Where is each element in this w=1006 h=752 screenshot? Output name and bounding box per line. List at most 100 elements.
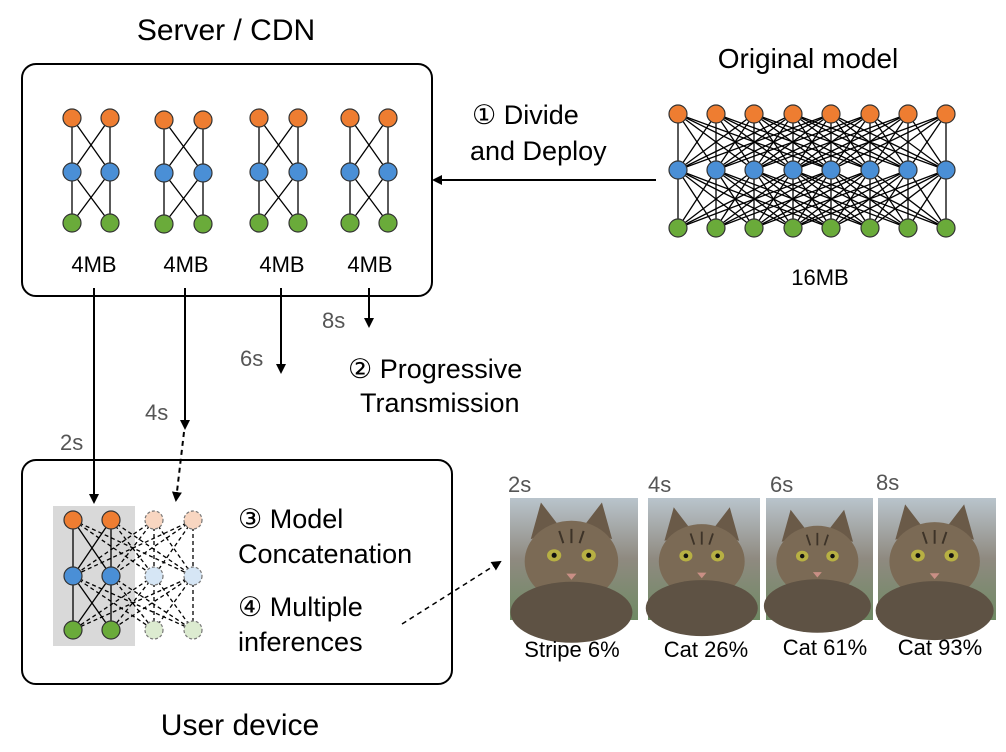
edge (163, 119, 204, 174)
blue-node (860, 160, 880, 180)
edge (715, 169, 871, 229)
inference-results (510, 498, 996, 643)
edge (753, 113, 909, 171)
edge (792, 169, 947, 229)
inference-time-labels: 2s 4s 6s 8s (508, 470, 899, 497)
chunk-size-label: 4MB (259, 252, 304, 277)
edge (72, 519, 112, 577)
orange-node-pending (144, 510, 164, 530)
cat-pupil (830, 553, 835, 559)
edge (110, 575, 155, 631)
edge (907, 169, 947, 229)
blue-node (783, 160, 803, 180)
step1-label: ① Divide and Deploy (470, 100, 607, 166)
edge (869, 113, 947, 171)
edge (677, 113, 832, 171)
model-chunk (249, 108, 308, 233)
step4-label: ④ Multiple inferences (238, 592, 363, 657)
cat-nose (566, 573, 577, 580)
original-model-title: Original model (718, 43, 899, 74)
edge (677, 169, 755, 229)
cat-head (776, 525, 859, 598)
cat-pupil (915, 553, 921, 558)
cat-image (875, 498, 996, 641)
green-node (821, 218, 841, 238)
cat-stripes (558, 528, 585, 544)
cat-pupil (948, 553, 954, 558)
orange-node (706, 104, 726, 124)
inference-labels: Stripe 6% Cat 26% Cat 61% Cat 93% (524, 635, 982, 662)
blue-node (821, 160, 841, 180)
model-chunk (62, 108, 120, 233)
step3-line1: ③ Model (238, 504, 343, 534)
inference-label: Cat 61% (783, 635, 867, 660)
blue-node (936, 160, 956, 180)
green-node (100, 213, 120, 233)
cat-pupil (715, 553, 720, 559)
orange-node (898, 104, 918, 124)
original-model-size: 16MB (791, 265, 848, 290)
cat-body (875, 581, 994, 641)
edge (110, 519, 194, 577)
cat-stripes (921, 529, 948, 545)
green-node (288, 213, 308, 233)
cat-nose (697, 572, 707, 579)
edge (71, 117, 111, 173)
cat-image (763, 498, 873, 633)
chunk-size-label: 4MB (71, 252, 116, 277)
chunk-networks (62, 108, 398, 234)
orange-node (860, 104, 880, 124)
orange-node (100, 108, 120, 128)
orange-node (936, 104, 956, 124)
green-node (744, 218, 764, 238)
step2-label: ② Progressive Transmission (348, 354, 522, 418)
green-node (154, 214, 174, 234)
edge (349, 117, 389, 173)
orange-node (668, 104, 688, 124)
green-node (860, 218, 880, 238)
edge (349, 171, 389, 224)
inference-arrow (401, 560, 502, 625)
green-node (668, 218, 688, 238)
blue-node (744, 160, 764, 180)
cat-image (645, 498, 760, 637)
orange-node (744, 104, 764, 124)
inference-label: Cat 93% (898, 635, 982, 660)
edge (72, 575, 194, 631)
green-node (706, 218, 726, 238)
inference-label: Stripe 6% (524, 637, 619, 662)
cat-head (524, 520, 619, 603)
inference-time: 6s (770, 472, 793, 497)
user-device-box (21, 459, 453, 685)
chunk-size-labels: 4MB 4MB 4MB 4MB (71, 252, 392, 277)
transmit-time: 2s (60, 430, 83, 455)
cat-pupil (586, 552, 592, 558)
edge (907, 113, 947, 171)
green-node (340, 213, 360, 233)
edge (792, 113, 909, 171)
cat-nose (929, 573, 940, 580)
cat-stripes (805, 532, 829, 546)
blue-node (706, 160, 726, 180)
edge (830, 113, 947, 171)
blue-node (63, 566, 83, 586)
edge (753, 113, 871, 171)
blue-node (101, 566, 121, 586)
step2-line1: ② Progressive (348, 354, 522, 384)
step3-line2: Concatenation (238, 539, 412, 569)
transmit-time: 4s (145, 400, 168, 425)
edge (72, 575, 155, 631)
edge (715, 113, 832, 171)
chunk-size-label: 4MB (163, 252, 208, 277)
edge (72, 575, 112, 631)
orange-node (154, 110, 174, 130)
edge (715, 113, 871, 171)
green-node-pending (144, 620, 164, 640)
blue-node-pending (183, 566, 203, 586)
edge (72, 575, 155, 631)
edge (753, 169, 909, 229)
edge (677, 169, 832, 229)
blue-node (668, 160, 688, 180)
green-node (63, 620, 83, 640)
edge (677, 113, 794, 171)
